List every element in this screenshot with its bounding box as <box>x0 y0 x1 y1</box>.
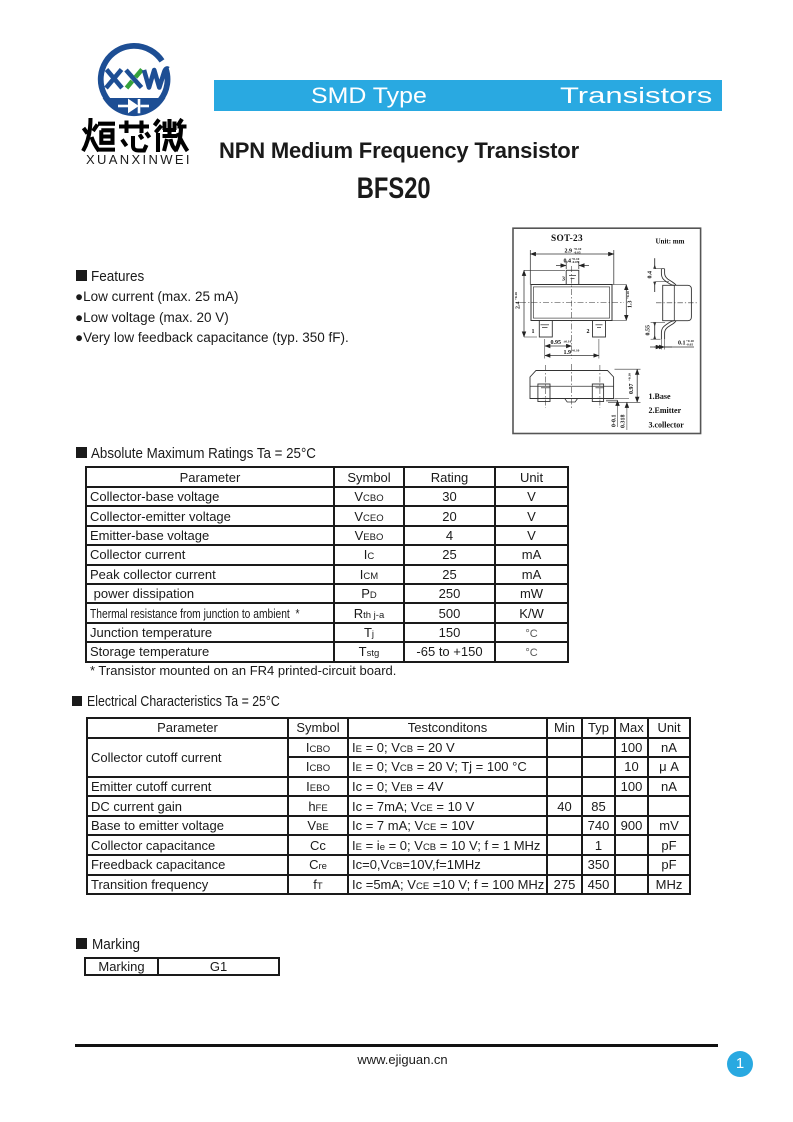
svg-text:0.95: 0.95 <box>551 340 562 346</box>
svg-text:0.4: 0.4 <box>564 258 572 264</box>
svg-text:+0.10: +0.10 <box>628 373 632 381</box>
svg-text:+0.10: +0.10 <box>514 292 518 300</box>
svg-text:0-0.1: 0-0.1 <box>611 415 617 428</box>
svg-text:+0.10: +0.10 <box>626 291 630 299</box>
svg-text:Unit: mm: Unit: mm <box>656 238 685 246</box>
svg-text:2.9: 2.9 <box>565 249 573 255</box>
svg-text:3: 3 <box>562 277 565 283</box>
svg-text:-0.05: -0.05 <box>572 260 579 264</box>
svg-text:1.3: 1.3 <box>628 301 634 309</box>
svg-text:2.4: 2.4 <box>516 302 522 310</box>
svg-text:0.55: 0.55 <box>646 325 652 336</box>
svg-text:+0.10: +0.10 <box>572 257 580 261</box>
svg-text:2.Emitter: 2.Emitter <box>649 406 682 415</box>
svg-text:+0.10: +0.10 <box>572 349 580 353</box>
svg-text:-0.05: -0.05 <box>686 342 693 346</box>
svg-text:0.4: 0.4 <box>648 271 654 279</box>
svg-text:3.collector: 3.collector <box>649 421 685 430</box>
svg-text:+0.10: +0.10 <box>574 247 582 251</box>
svg-text:0.97: 0.97 <box>629 384 635 395</box>
svg-text:1.9: 1.9 <box>564 350 572 356</box>
svg-text:1: 1 <box>532 329 535 335</box>
svg-text:+0.10: +0.10 <box>686 339 694 343</box>
svg-text:SOT-23: SOT-23 <box>551 234 583 244</box>
svg-text:-0.05: -0.05 <box>574 251 581 255</box>
svg-text:0.1: 0.1 <box>678 341 686 347</box>
svg-text:1.Base: 1.Base <box>649 392 671 401</box>
svg-text:±0.10: ±0.10 <box>564 340 572 344</box>
svg-text:0.318: 0.318 <box>621 415 627 429</box>
svg-text:2: 2 <box>587 329 590 335</box>
